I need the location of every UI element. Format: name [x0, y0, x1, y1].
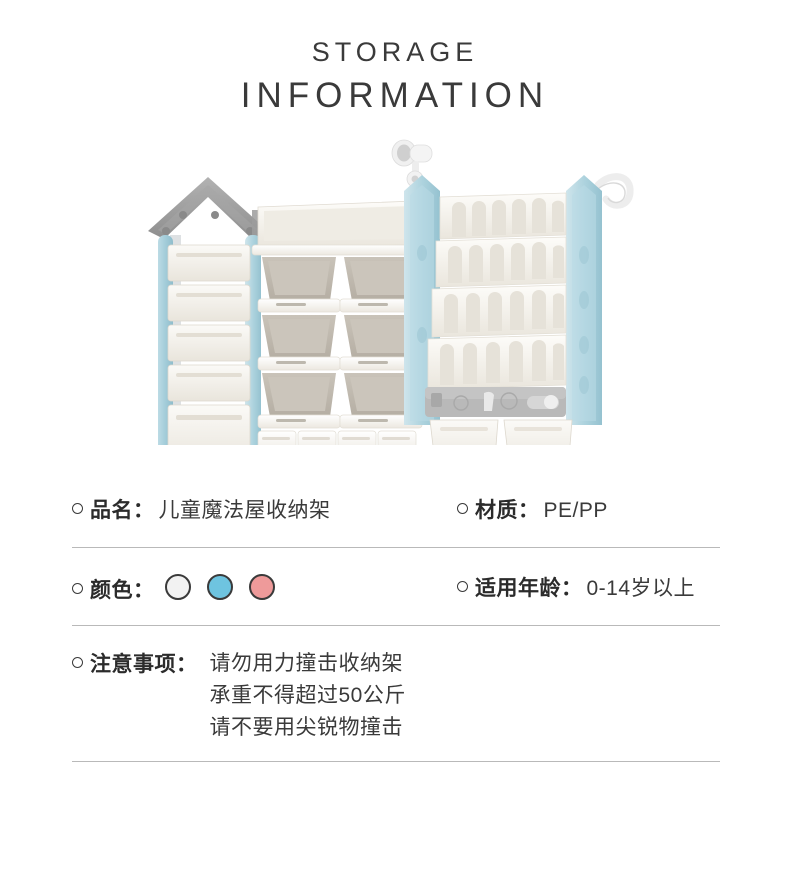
panel-cup-icon	[484, 391, 494, 411]
spec-label-age: 适用年龄：	[475, 577, 583, 600]
spec-row-color-age: 颜色： 适用年龄： 0-14岁以上	[0, 548, 790, 626]
spec-table: 品名： 儿童魔法屋收纳架 材质： PE/PP 颜色：	[0, 470, 790, 762]
row-divider	[72, 625, 720, 626]
circle-bullet-icon	[457, 503, 468, 514]
gray-decor-panel	[425, 387, 566, 417]
spec-cell-product-name: 品名： 儿童魔法屋收纳架	[72, 494, 457, 524]
spec-row-product: 品名： 儿童魔法屋收纳架 材质： PE/PP	[0, 470, 790, 548]
circle-bullet-icon	[457, 581, 468, 592]
row-divider	[72, 547, 720, 548]
bottom-drawers	[257, 430, 417, 445]
color-swatch-white[interactable]	[164, 573, 191, 600]
notes-label-wrap: 注意事项：	[72, 648, 198, 678]
spec-value-product-name: 儿童魔法屋收纳架	[158, 499, 331, 522]
spec-label-material: 材质：	[475, 499, 540, 522]
bottom-storage-bins	[429, 419, 573, 445]
center-bin-shelf	[251, 200, 423, 445]
spec-cell-color: 颜色：	[72, 571, 457, 604]
drawer-stack	[167, 244, 251, 445]
panel-face-icon	[453, 395, 469, 411]
spec-label-product-name: 品名：	[90, 499, 155, 522]
notes-line-list: 请勿用力撞击收纳架 承重不得超过50公斤 请不要用尖锐物撞击	[210, 648, 406, 744]
right-bookshelf-unit	[391, 139, 634, 445]
note-line: 请勿用力撞击收纳架	[209, 652, 403, 675]
product-image	[0, 135, 790, 445]
wall-hook	[594, 173, 634, 209]
spec-value-age: 0-14岁以上	[586, 577, 696, 600]
color-swatch-blue[interactable]	[206, 573, 233, 600]
page-title-line-1: STORAGE	[311, 37, 479, 67]
row-divider	[72, 760, 720, 762]
spec-row-notes: 注意事项： 请勿用力撞击收纳架 承重不得超过50公斤 请不要用尖锐物撞击	[0, 626, 790, 762]
note-line: 请不要用尖锐物撞击	[209, 715, 403, 739]
spec-label-notes: 注意事项：	[90, 653, 198, 676]
color-swatch-group	[164, 573, 291, 600]
page-title-line-2: INFORMATION	[240, 75, 550, 115]
color-swatch-pink[interactable]	[248, 573, 275, 600]
book-rack-tiers	[427, 192, 567, 390]
circle-bullet-icon	[72, 503, 83, 514]
panel-ball-icon	[500, 392, 518, 410]
spotlight-lamp	[391, 139, 433, 188]
page-header: STORAGE INFORMATION	[0, 0, 790, 119]
spec-label-color: 颜色：	[90, 578, 155, 602]
note-line: 承重不得超过50公斤	[209, 683, 406, 707]
spec-cell-material: 材质： PE/PP	[457, 494, 790, 524]
circle-bullet-icon	[72, 582, 83, 594]
spec-cell-age: 适用年龄： 0-14岁以上	[457, 572, 790, 602]
circle-bullet-icon	[72, 657, 83, 668]
spec-value-material: PE/PP	[543, 499, 608, 522]
